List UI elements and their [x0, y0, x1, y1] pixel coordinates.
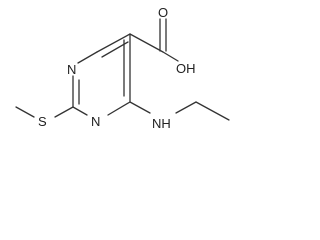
methylthio-group: [15, 106, 74, 118]
bond-n-ch2: [175, 101, 197, 114]
carbonyl-oxygen-label: O: [158, 5, 168, 20]
bond-c5-cooh: [129, 33, 164, 53]
bond-c6-n1: [77, 51, 98, 64]
bond-c2-n3: [72, 106, 88, 116]
bond-c6-c5: [96, 33, 131, 53]
ring-nitrogen-bottom-label: N: [91, 114, 100, 129]
amine-label: NH: [152, 116, 171, 131]
bond-c2-s: [54, 106, 74, 118]
molecule-diagram: O OH N N S NH: [0, 0, 250, 148]
bond-s-ch3: [15, 106, 35, 118]
ethylamino-group: [129, 101, 230, 121]
carboxylic-acid-group: [129, 18, 179, 62]
ring-nitrogen-top-label: N: [67, 62, 76, 77]
hydroxyl-label: OH: [176, 61, 196, 76]
bond-ch2-ch3: [195, 101, 230, 121]
bond-c-oh: [162, 51, 179, 62]
background: [0, 0, 250, 148]
bond-n3-c4: [107, 101, 131, 116]
pyrimidine-ring: [72, 33, 131, 116]
sulfur-label: S: [38, 114, 47, 129]
bond-c4-n: [129, 101, 151, 114]
